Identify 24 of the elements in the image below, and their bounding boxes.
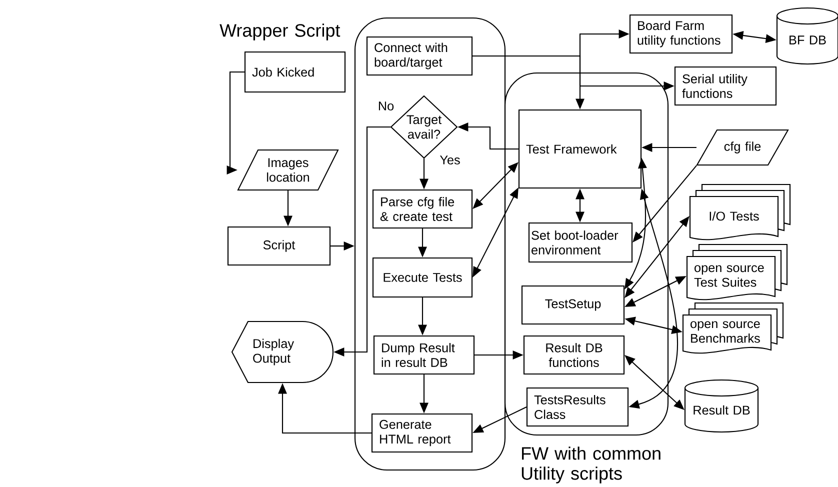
container-heading: FW with common Utility scripts bbox=[522, 446, 660, 484]
process-box: Parse cfg file & create test bbox=[372, 189, 473, 229]
process-box: Board Farm utility functions bbox=[629, 14, 733, 54]
container-heading: Wrapper Script bbox=[220, 24, 340, 40]
process-box: Connect with board/target bbox=[366, 36, 473, 76]
process-box: Script bbox=[227, 226, 331, 266]
database-cylinder: Result DB bbox=[684, 379, 759, 433]
process-box: Serial utility functions bbox=[674, 66, 777, 106]
process-box: Dump Result in result DB bbox=[373, 335, 475, 375]
process-box: Result DB functions bbox=[523, 335, 625, 375]
process-box: Job Kicked bbox=[244, 51, 346, 93]
data-parallelogram: Images location bbox=[237, 149, 339, 191]
process-box: Test Framework bbox=[518, 109, 642, 189]
document-stack: open source Test Suites bbox=[686, 244, 788, 300]
process-box: TestsResults Class bbox=[526, 387, 629, 427]
database-cylinder: BF DB bbox=[776, 7, 838, 65]
process-box: Execute Tests bbox=[372, 257, 473, 298]
document-stack: open source Benchmarks bbox=[682, 302, 784, 354]
data-parallelogram: cfg file bbox=[696, 129, 789, 166]
process-box: Set boot-loader environment bbox=[528, 222, 633, 263]
arrow bbox=[226, 71, 244, 174]
process-box: Generate HTML report bbox=[371, 413, 473, 453]
document-stack: I/O Tests bbox=[689, 184, 791, 240]
process-box: TestSetup bbox=[521, 285, 625, 325]
